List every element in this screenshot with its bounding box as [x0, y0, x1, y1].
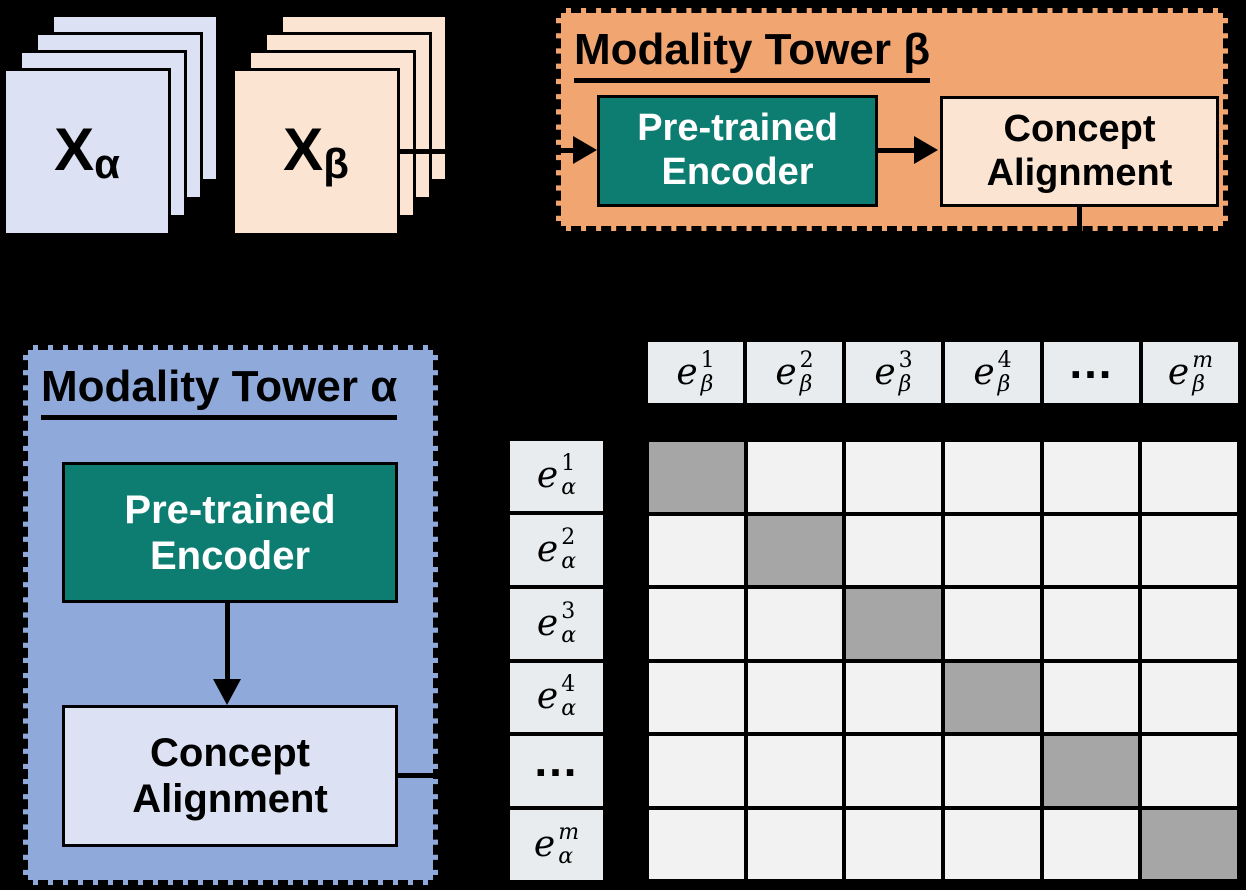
- connector-alignment-beta-down: [1077, 205, 1082, 231]
- matrix-cell: [846, 736, 941, 806]
- matrix-cell: [649, 662, 744, 732]
- ellipsis-label: …: [1067, 335, 1116, 388]
- concept-alignment-alpha: Concept Alignment: [62, 705, 398, 847]
- matrix-cell: [944, 589, 1040, 659]
- matrix-cell: [649, 589, 744, 659]
- matrix-cell: [1043, 515, 1139, 585]
- concept-alignment-beta: Concept Alignment: [940, 96, 1219, 207]
- matrix-cell: [747, 809, 843, 879]
- matrix-cell-diagonal: [649, 442, 744, 512]
- matrix-cell: [1043, 442, 1139, 512]
- arrow-encoder-to-alignment-beta-head: [914, 136, 938, 164]
- matrix-cell-diagonal: [1142, 809, 1237, 879]
- matrix-cell-diagonal: [1043, 736, 1139, 806]
- arrow-encoder-to-alignment-beta-line: [877, 148, 917, 153]
- tower-alpha-title: Modality Tower α: [41, 362, 398, 420]
- modality-tower-beta: Modality Tower β Pre-trained Encoder Con…: [556, 8, 1228, 231]
- matrix-cell: [1142, 736, 1237, 806]
- matrix-cell-diagonal: [846, 589, 941, 659]
- matrix-cell: [1142, 515, 1237, 585]
- alignment-label-line1: Concept: [1003, 107, 1156, 150]
- stack-card-front: Xβ: [232, 68, 400, 236]
- matrix-cell: [747, 442, 843, 512]
- connector-xbeta-to-tower: [397, 149, 448, 154]
- matrix-cell: [649, 515, 744, 585]
- stack-card-front: Xα: [3, 68, 171, 236]
- matrix-cell: [944, 515, 1040, 585]
- matrix-cell-diagonal: [944, 662, 1040, 732]
- alignment-label-line1: Concept: [150, 731, 310, 775]
- matrix-cell: [1043, 662, 1139, 732]
- matrix-cell: [1043, 589, 1139, 659]
- input-label-alpha: Xα: [54, 115, 120, 187]
- alignment-label-line2: Alignment: [132, 777, 328, 821]
- matrix-cell-diagonal: [747, 515, 843, 585]
- arrow-encoder-to-alignment-alpha-line: [225, 601, 230, 681]
- modality-tower-alpha: Modality Tower α Pre-trained Encoder Con…: [23, 345, 438, 885]
- ellipsis-label: …: [532, 734, 581, 787]
- connector-alignment-alpha-right: [396, 773, 437, 778]
- matrix-cell: [944, 809, 1040, 879]
- arrow-into-encoder-beta-line: [552, 148, 576, 153]
- matrix-cell: [1142, 662, 1237, 732]
- input-label-beta: Xβ: [283, 115, 349, 187]
- connector-xalpha-stub: [84, 234, 89, 241]
- encoder-label-line1: Pre-trained: [124, 487, 336, 532]
- pretrained-encoder-alpha: Pre-trained Encoder: [62, 462, 398, 603]
- matrix-cell: [1142, 589, 1237, 659]
- similarity-matrix: [645, 438, 1241, 883]
- matrix-cell: [747, 736, 843, 806]
- matrix-cell: [846, 809, 941, 879]
- matrix-col-header: …: [1044, 338, 1139, 403]
- matrix-cell: [1142, 442, 1237, 512]
- pretrained-encoder-beta: Pre-trained Encoder: [597, 95, 878, 207]
- encoder-label-line2: Encoder: [661, 151, 814, 193]
- encoder-label-line2: Encoder: [149, 533, 311, 578]
- arrow-into-encoder-beta-head: [573, 136, 597, 164]
- matrix-cell: [944, 736, 1040, 806]
- matrix-cell: [1043, 809, 1139, 879]
- matrix-cell: [747, 589, 843, 659]
- matrix-cell: [649, 809, 744, 879]
- tower-beta-title: Modality Tower β: [574, 25, 931, 83]
- arrow-encoder-to-alignment-alpha-head: [213, 679, 241, 705]
- matrix-cell: [944, 442, 1040, 512]
- matrix-cell: [747, 662, 843, 732]
- matrix-cell: [649, 736, 744, 806]
- matrix-cell: [846, 662, 941, 732]
- encoder-label-line1: Pre-trained: [637, 107, 838, 150]
- matrix-row-header: …: [510, 734, 603, 807]
- matrix-cell: [846, 515, 941, 585]
- alignment-label-line2: Alignment: [986, 151, 1173, 194]
- matrix-cell: [846, 442, 941, 512]
